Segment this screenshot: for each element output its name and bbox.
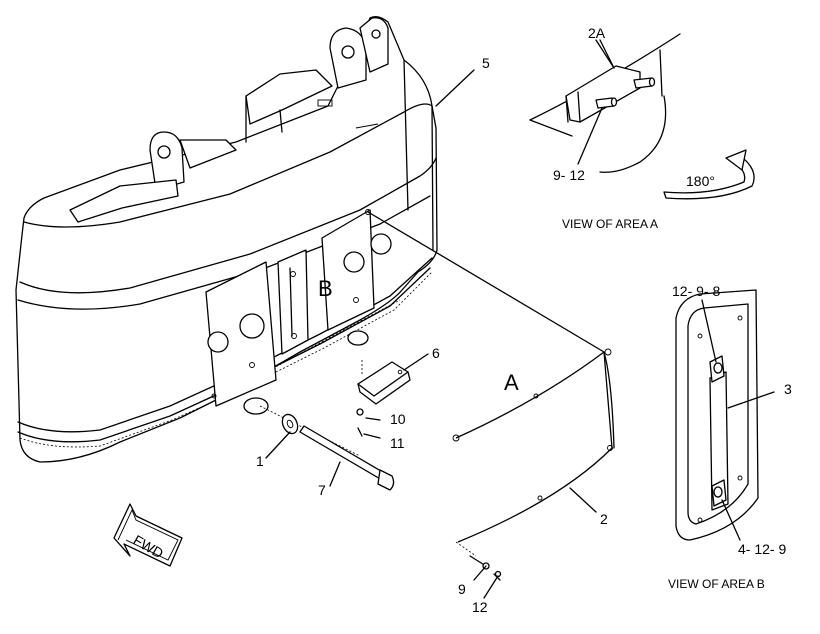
label-part-9: 9 — [458, 581, 466, 597]
label-part-9-12: 9- 12 — [553, 167, 585, 183]
area-b-marker: B — [318, 276, 333, 301]
leader-lines — [265, 39, 775, 599]
bolt-11 — [357, 427, 363, 437]
label-part-2: 2 — [600, 511, 608, 527]
label-part-2a: 2A — [588, 25, 606, 41]
leader-area-a — [367, 211, 605, 353]
label-part-7: 7 — [318, 482, 326, 498]
label-rotation-180: 180° — [686, 173, 715, 189]
view-area-a — [529, 33, 681, 173]
counterweight-body — [15, 16, 438, 463]
label-part-12-9-8: 12- 9- 8 — [672, 283, 720, 299]
panel-a-part-2 — [452, 348, 615, 543]
label-part-6: 6 — [432, 345, 440, 361]
mount-dash-line — [259, 405, 361, 457]
label-part-5: 5 — [482, 55, 490, 71]
view-area-b — [675, 289, 759, 541]
label-part-3: 3 — [784, 381, 792, 397]
caption-view-area-b: VIEW OF AREA B — [668, 577, 765, 591]
bracket-part-6 — [357, 360, 411, 405]
area-a-marker: A — [504, 370, 519, 395]
label-part-4-12-9: 4- 12- 9 — [738, 541, 786, 557]
label-part-11: 11 — [390, 435, 405, 451]
washer-part-1 — [281, 413, 299, 435]
caption-view-area-a: VIEW OF AREA A — [562, 217, 658, 231]
washer-10 — [356, 408, 364, 416]
bolt-part-7 — [299, 425, 395, 491]
fwd-arrow-icon — [113, 503, 183, 567]
label-part-1: 1 — [256, 453, 264, 469]
label-part-12: 12 — [472, 599, 488, 615]
label-part-10: 10 — [390, 411, 406, 427]
